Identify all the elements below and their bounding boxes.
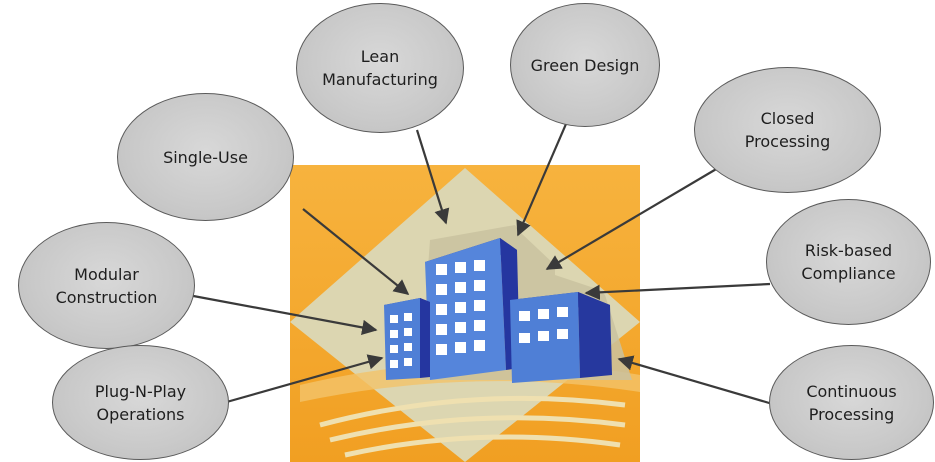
bubble-oval [52,345,229,460]
window [390,330,398,338]
window [474,340,485,351]
window [436,284,447,295]
bubble-risk-based-compliance: Risk-based Compliance [766,199,931,325]
arrow-single-use [302,208,410,295]
window [436,264,447,275]
arrow-risk-based-compliance [584,282,771,301]
window [404,328,412,336]
bubble-oval [296,3,464,133]
arrow-plug-n-play-operations [215,354,384,407]
window [474,260,485,271]
window [455,302,466,313]
window [474,280,485,291]
bubble-label: Green Design [530,55,640,75]
window [519,311,530,321]
window [538,309,549,319]
window [436,324,447,335]
window [557,307,568,317]
bubble-label: Lean Manufacturing [322,47,438,89]
window [390,345,398,353]
bubble-label: Continuous Processing [806,381,897,424]
bubble-lean-manufacturing: Lean Manufacturing [296,3,464,133]
bubble-oval [769,345,934,460]
arrow-modular-construction [187,293,378,336]
arrow-lean-manufacturing [415,129,450,225]
bubble-closed-processing: Closed Processing [694,67,881,193]
window [404,358,412,366]
window [390,315,398,323]
window [474,300,485,311]
arrow-green-design [516,123,568,237]
window [455,262,466,273]
connector-arrows [187,123,777,407]
arrow-closed-processing [545,167,719,270]
bubble-continuous-processing: Continuous Processing [769,345,934,460]
bubble-single-use: Single-Use [117,93,294,221]
window [436,304,447,315]
bubble-label: Single-Use [163,147,248,167]
bubble-oval [510,3,660,127]
window [436,344,447,355]
window [390,360,398,368]
arrow-continuous-processing [617,355,777,407]
bubble-label: Closed Processing [744,109,831,151]
window [455,322,466,333]
window [455,282,466,293]
bubble-label: Risk-based Compliance [801,241,896,283]
window [538,331,549,341]
window [519,333,530,343]
building-windows [390,260,568,368]
bubble-oval [117,93,294,221]
window [455,342,466,353]
ground-swooshes [319,395,626,458]
bubble-oval [766,199,931,325]
bubble-oval [18,222,195,349]
window [404,313,412,321]
window [404,343,412,351]
bubble-label: Modular Construction [55,264,158,307]
bubble-modular-construction: Modular Construction [18,222,195,349]
bubble-oval [694,67,881,193]
bubble-green-design: Green Design [510,3,660,127]
bubble-label: Plug-N-Play Operations [94,381,187,424]
bubble-plug-n-play-operations: Plug-N-Play Operations [52,345,229,460]
window [474,320,485,331]
window [557,329,568,339]
